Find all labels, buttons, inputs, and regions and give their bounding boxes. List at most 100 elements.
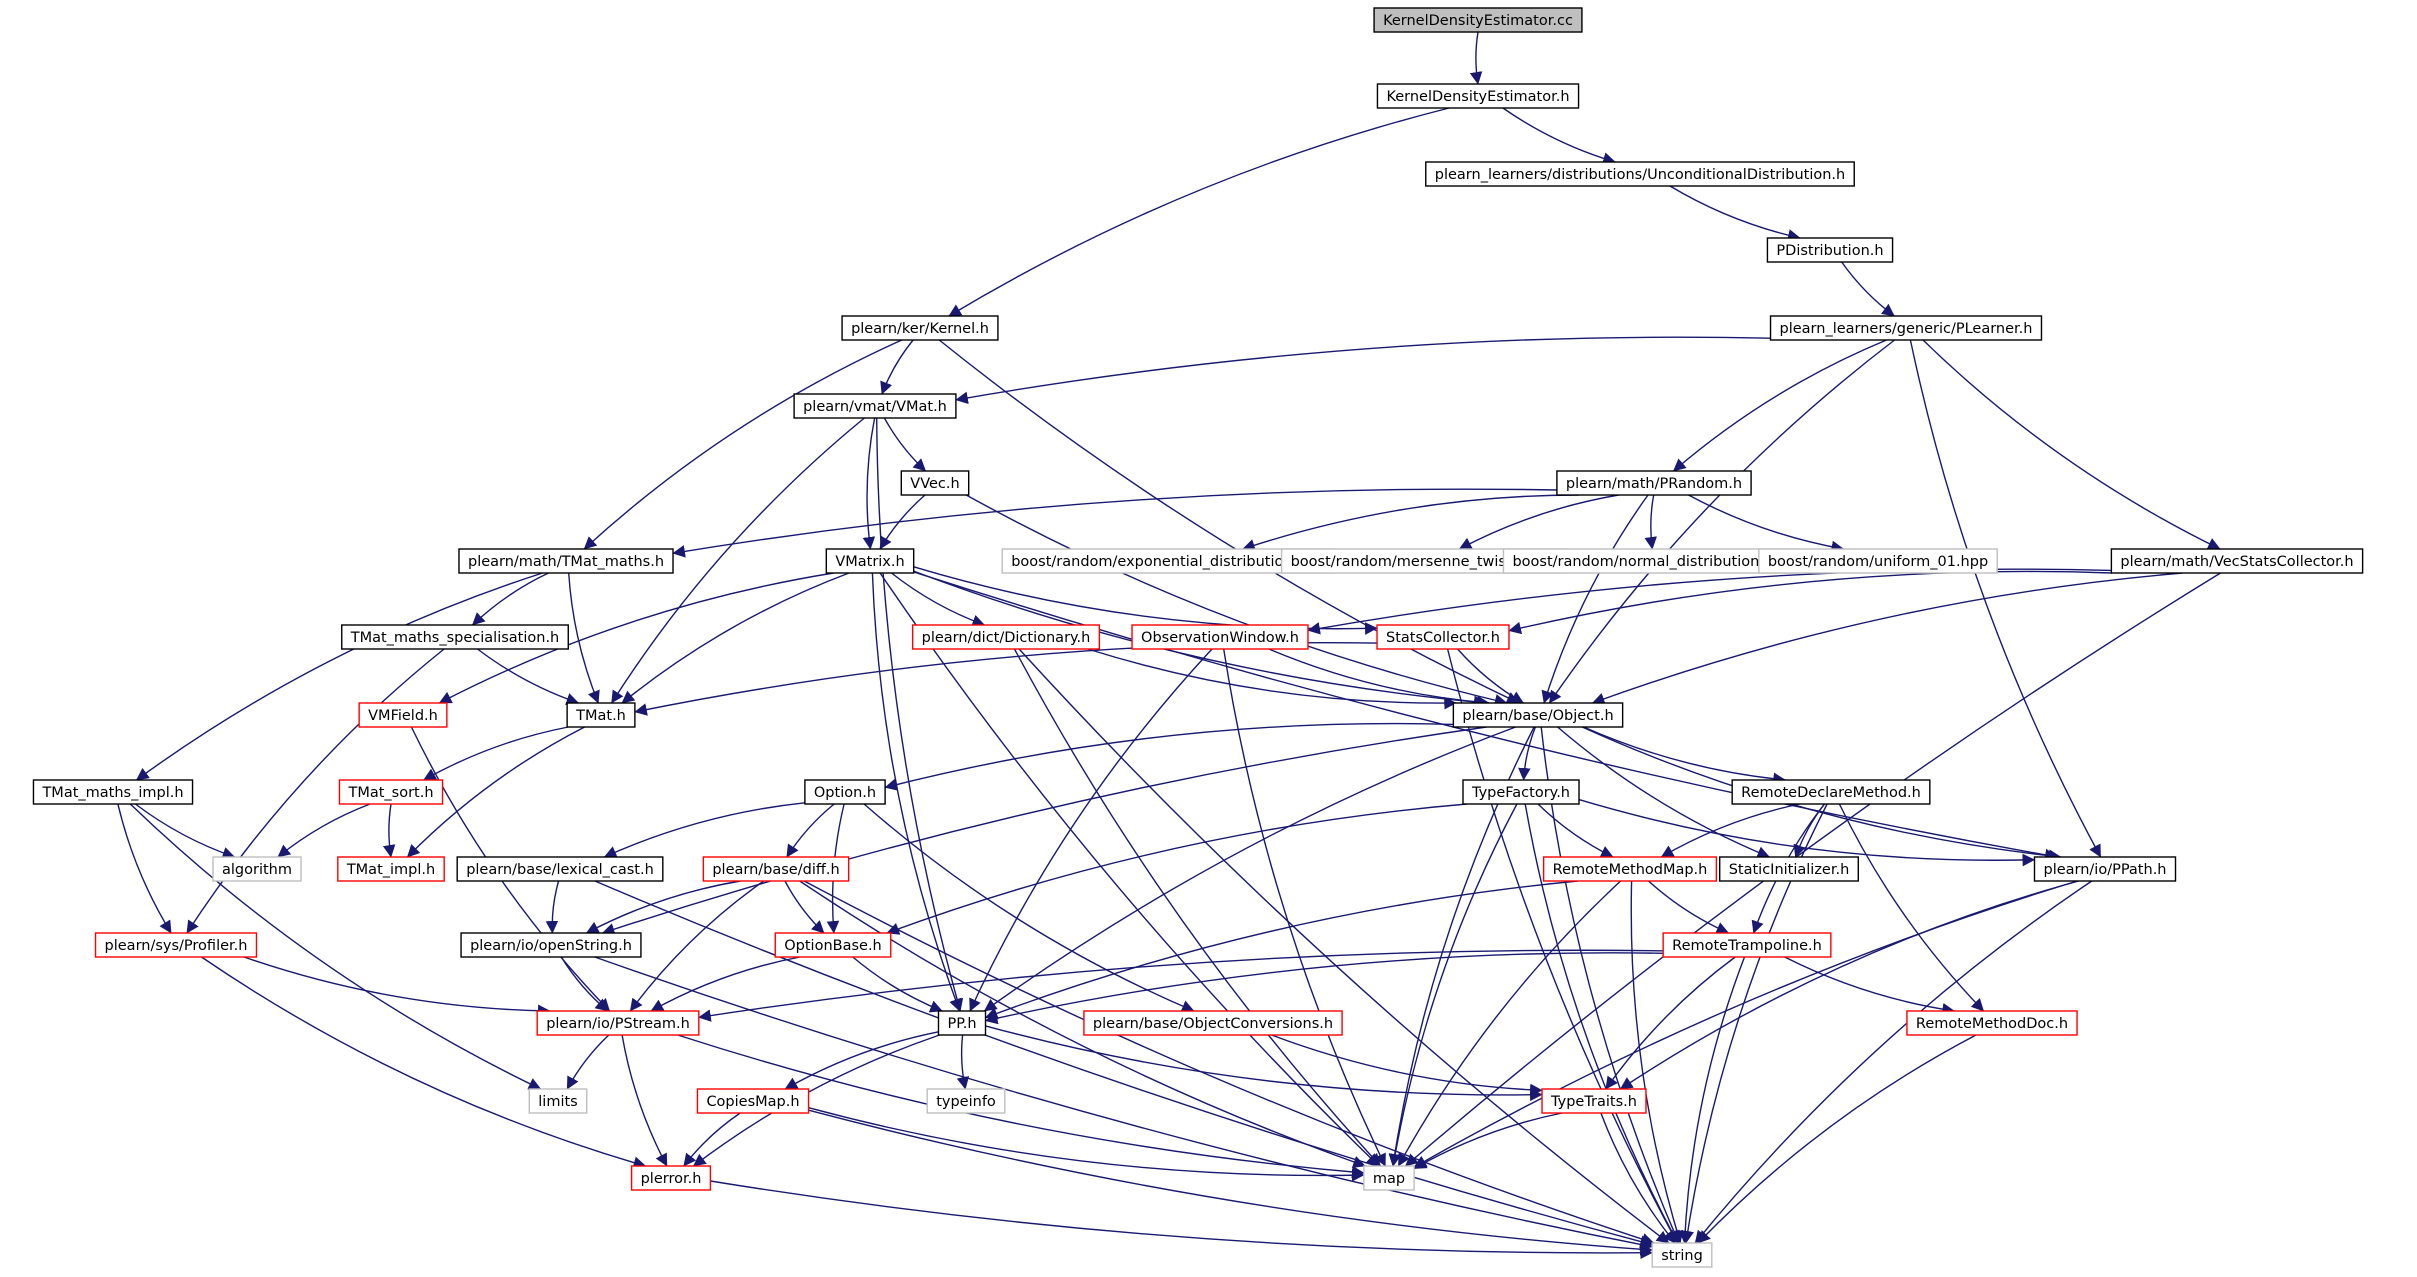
edge-tmatmaths-to-tmat_h [568, 572, 600, 704]
edge-tmatsort-to-algorithm [277, 803, 371, 858]
node-box-remotemap [1542, 856, 1718, 882]
edge-plearner-to-vmat [955, 336, 1771, 405]
edge-vmat-to-vmatrix [862, 417, 876, 550]
node-pp[interactable]: PP.h [937, 1010, 987, 1036]
node-label-string: string [1661, 1248, 1703, 1264]
node-optionbase[interactable]: OptionBase.h [774, 932, 892, 958]
node-typefactory[interactable]: TypeFactory.h [1462, 779, 1580, 805]
node-box-kde_h [1376, 83, 1580, 109]
node-option[interactable]: Option.h [804, 779, 886, 805]
edge-vmatrix-to-vmfield [438, 572, 834, 704]
node-label-b_unif: boost/random/uniform_01.hpp [1768, 554, 1988, 570]
node-box-string [1651, 1242, 1713, 1268]
node-uncond[interactable]: plearn_learners/distributions/Unconditio… [1425, 161, 1855, 187]
edge-ppath-to-typetraits [1619, 880, 2079, 1090]
node-dictionary[interactable]: plearn/dict/Dictionary.h [911, 624, 1101, 650]
node-kernel[interactable]: plearn/ker/Kernel.h [841, 315, 999, 341]
node-box-remotetramp [1662, 932, 1832, 958]
edge-object-to-typefactory [1518, 726, 1537, 781]
edge-vmatrix-to-statscol [913, 566, 1378, 635]
edge-remotemap-to-remotetramp [1648, 880, 1730, 934]
node-box-vmfield [358, 702, 448, 728]
node-tmat_h[interactable]: TMat.h [566, 702, 636, 728]
node-label-tmatimpl: TMat_impl.h [346, 862, 435, 878]
node-tmatsort[interactable]: TMat_sort.h [338, 779, 444, 805]
node-pdist[interactable]: PDistribution.h [1766, 237, 1894, 263]
node-plearner[interactable]: plearn_learners/generic/PLearner.h [1769, 315, 2043, 341]
node-copiesmap[interactable]: CopiesMap.h [696, 1088, 810, 1114]
edge-prandom-to-object [1541, 494, 1649, 704]
node-label-object: plearn/base/Object.h [1462, 708, 1613, 724]
node-root[interactable]: KernelDensityEstimator.cc [1373, 7, 1583, 33]
edge-dictionary-to-string [1018, 648, 1670, 1244]
node-box-remotedecl [1731, 779, 1931, 805]
node-label-plearner: plearn_learners/generic/PLearner.h [1780, 321, 2033, 337]
node-b_exp[interactable]: boost/random/exponential_distribution.hp… [1001, 548, 1335, 574]
edge-vvec-to-vmatrix [879, 494, 926, 550]
node-label-typefactory: TypeFactory.h [1471, 785, 1570, 801]
edge-pp-to-typetraits [985, 1025, 1543, 1102]
node-prandom[interactable]: plearn/math/PRandom.h [1556, 470, 1752, 496]
node-typeinfo[interactable]: typeinfo [926, 1088, 1006, 1114]
edge-profiler-to-plerror [201, 956, 647, 1169]
node-limits[interactable]: limits [528, 1088, 588, 1114]
edge-dictionary-to-map [1013, 648, 1382, 1167]
node-openstring[interactable]: plearn/io/openString.h [460, 932, 642, 958]
edge-typefactory-to-remotemap [1537, 803, 1614, 858]
node-statscol[interactable]: StatsCollector.h [1376, 624, 1510, 650]
node-box-object [1452, 702, 1624, 728]
node-vvec[interactable]: VVec.h [900, 470, 970, 496]
node-box-ppath [2033, 856, 2177, 882]
node-obswin[interactable]: ObservationWindow.h [1131, 624, 1309, 650]
node-label-map: map [1373, 1171, 1405, 1187]
edge-pp-to-plerror [692, 1034, 940, 1167]
node-remotedoc[interactable]: RemoteMethodDoc.h [1906, 1010, 2078, 1036]
node-box-pstream [536, 1010, 700, 1036]
node-vmat[interactable]: plearn/vmat/VMat.h [793, 393, 957, 419]
node-vmatrix[interactable]: VMatrix.h [825, 548, 915, 574]
node-profiler[interactable]: plearn/sys/Profiler.h [94, 932, 258, 958]
node-string[interactable]: string [1651, 1242, 1713, 1268]
edge-option-to-diff [786, 803, 835, 858]
node-vecstats[interactable]: plearn/math/VecStatsCollector.h [2110, 548, 2364, 574]
node-box-pp [937, 1010, 987, 1036]
node-label-statscol: StatsCollector.h [1386, 630, 1500, 646]
edge-vmatrix-to-dictionary [891, 572, 986, 627]
node-pstream[interactable]: plearn/io/PStream.h [536, 1010, 700, 1036]
node-tmatimplh[interactable]: TMat_maths_impl.h [32, 779, 194, 805]
node-box-algorithm [212, 856, 302, 882]
node-box-remotedoc [1906, 1010, 2078, 1036]
node-lexical[interactable]: plearn/base/lexical_cast.h [456, 856, 664, 882]
node-kde_h[interactable]: KernelDensityEstimator.h [1376, 83, 1580, 109]
edge-plearner-to-vecstats [1922, 339, 2221, 550]
edge-uncond-to-pdist [1669, 185, 1801, 242]
node-diff[interactable]: plearn/base/diff.h [702, 856, 850, 882]
edge-copiesmap-to-map [808, 1107, 1365, 1182]
node-remotedecl[interactable]: RemoteDeclareMethod.h [1731, 779, 1931, 805]
edge-typefactory-to-map [1388, 803, 1518, 1167]
node-remotetramp[interactable]: RemoteTrampoline.h [1662, 932, 1832, 958]
node-label-vmatrix: VMatrix.h [835, 554, 904, 570]
node-objconv[interactable]: plearn/base/ObjectConversions.h [1083, 1010, 1343, 1036]
node-plerror[interactable]: plerror.h [630, 1165, 712, 1191]
edge-obswin-to-pp [969, 648, 1213, 1012]
node-tmatspec[interactable]: TMat_maths_specialisation.h [341, 624, 569, 650]
edge-object-to-ppath [1581, 726, 2062, 862]
edge-openstring-to-pstream [560, 956, 609, 1012]
node-staticinit[interactable]: StaticInitializer.h [1719, 856, 1859, 882]
node-ppath[interactable]: plearn/io/PPath.h [2033, 856, 2177, 882]
node-remotemap[interactable]: RemoteMethodMap.h [1542, 856, 1718, 882]
node-b_norm[interactable]: boost/random/normal_distribution.hpp [1502, 548, 1802, 574]
edge-object-to-staticinit [1557, 726, 1770, 859]
node-tmatmaths[interactable]: plearn/math/TMat_maths.h [458, 548, 674, 574]
node-label-b_norm: boost/random/normal_distribution.hpp [1512, 554, 1791, 570]
node-tmatimpl[interactable]: TMat_impl.h [337, 856, 445, 882]
node-vmfield[interactable]: VMField.h [358, 702, 448, 728]
node-map[interactable]: map [1363, 1165, 1415, 1191]
node-object[interactable]: plearn/base/Object.h [1452, 702, 1624, 728]
node-algorithm[interactable]: algorithm [212, 856, 302, 882]
node-label-tmatmaths: plearn/math/TMat_maths.h [468, 554, 664, 570]
node-b_unif[interactable]: boost/random/uniform_01.hpp [1758, 548, 1998, 574]
node-typetraits[interactable]: TypeTraits.h [1541, 1088, 1647, 1114]
edge-tmatsort-to-tmatimpl [382, 803, 396, 858]
